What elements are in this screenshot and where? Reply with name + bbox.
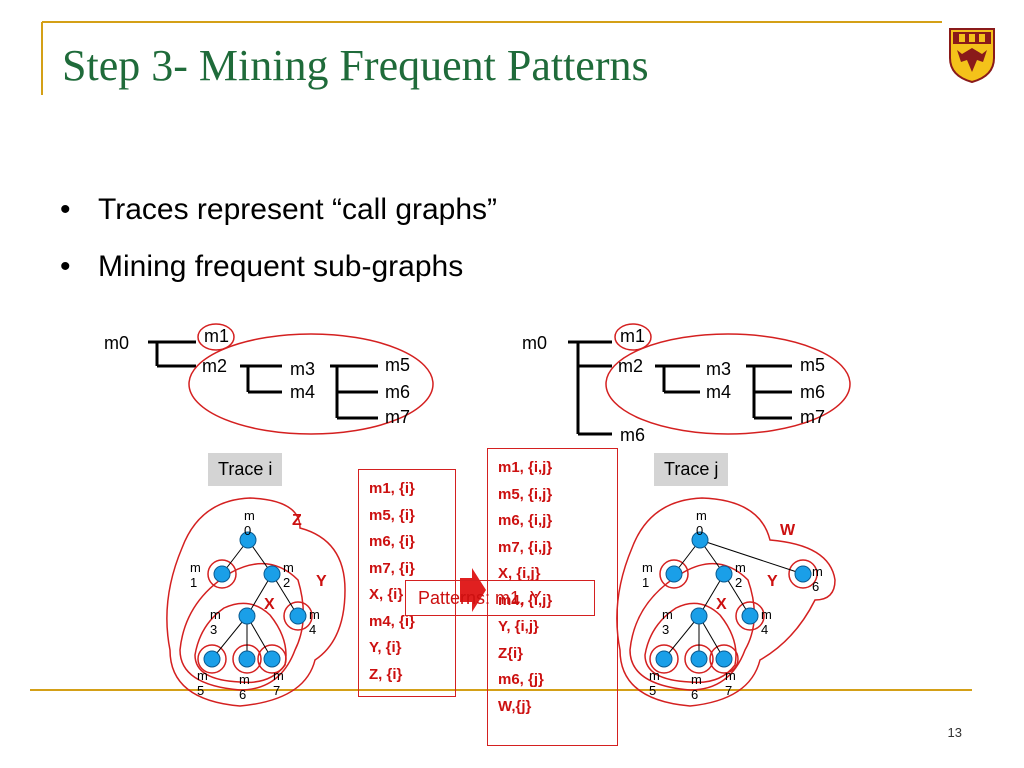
pattern-tag-z: Z <box>292 512 302 529</box>
trace-j-node-m3: m3 <box>706 359 732 379</box>
trace-i-node-m6: m6 <box>385 382 411 402</box>
bullet-1-text: Traces represent “call graphs” <box>98 193 498 226</box>
trace-i-label: Trace i <box>208 453 283 486</box>
support-list-i: m1, {i} m5, {i} m6, {i} m7, {i} X, {i} m… <box>358 469 456 697</box>
list-i-item: Z, {i} <box>369 665 403 683</box>
list-ij-item: Y, {i,j} <box>498 618 539 635</box>
node-circle <box>238 650 256 668</box>
university-crest-icon <box>949 28 995 84</box>
node-circle <box>263 650 281 668</box>
trace-i-node-m2: m2 <box>202 356 228 376</box>
bullet-2: • Mining frequent sub-graphs <box>60 250 463 284</box>
node-circle <box>715 565 733 583</box>
node-circle <box>715 650 733 668</box>
list-ij-item: W,{j} <box>498 697 532 715</box>
trace-j-node-m6-leaf: m6 <box>620 425 646 445</box>
bullet-dot-icon: • <box>60 250 71 283</box>
list-i-item: Y, {i} <box>369 639 402 656</box>
node-circle <box>263 565 281 583</box>
bullet-dot-icon: • <box>60 193 71 226</box>
pattern-tag-y-j: Y <box>767 573 778 590</box>
bullet-2-text: Mining frequent sub-graphs <box>98 250 464 283</box>
pattern-tag-y: Y <box>316 573 327 590</box>
pattern-tag-x-j: X <box>716 596 727 613</box>
pattern-tag-x: X <box>264 596 275 613</box>
support-list-ij: m1, {i,j} m5, {i,j} m6, {i,j} m7, {i,j} … <box>487 448 618 746</box>
patterns-result: Patterns: m1, Y <box>405 580 595 616</box>
node-circle <box>794 565 812 583</box>
bullet-1: • Traces represent “call graphs” <box>60 193 497 227</box>
list-ij-item: m1, {i,j} <box>498 459 553 476</box>
list-i-item: m5, {i} <box>369 506 415 524</box>
trace-i-node-m5: m5 <box>385 355 411 375</box>
node-circle <box>690 650 708 668</box>
list-i-item: m7, {i} <box>369 559 415 577</box>
list-ij-item: m4, {i,j} <box>498 591 553 609</box>
node-circle <box>741 607 759 625</box>
node-circle <box>238 607 256 625</box>
node-circle <box>203 650 221 668</box>
trace-i-node-m3: m3 <box>290 359 316 379</box>
slide-title: Step 3- Mining Frequent Patterns <box>62 41 649 90</box>
node-circle <box>239 531 257 549</box>
page-number: 13 <box>947 725 962 740</box>
list-i-item: m6, {i} <box>369 533 415 550</box>
list-i-item: X, {i} <box>369 586 404 603</box>
node-circle <box>691 531 709 549</box>
list-ij-item: X, {i,j} <box>498 565 541 582</box>
trace-j-node-m4: m4 <box>706 382 732 402</box>
node-circle <box>655 650 673 668</box>
trace-j-label: Trace j <box>654 453 729 486</box>
node-circle <box>690 607 708 625</box>
node-circle <box>213 565 231 583</box>
trace-i-node-m4: m4 <box>290 382 316 402</box>
list-ij-item: m6, {i,j} <box>498 512 553 529</box>
trace-j-node-m6: m6 <box>800 382 826 402</box>
trace-i-node-m7: m7 <box>385 407 411 427</box>
list-ij-item: m6, {j} <box>498 671 544 688</box>
trace-j-node-m7: m7 <box>800 407 826 427</box>
trace-j-node-m2: m2 <box>618 356 644 376</box>
list-i-item: m4, {i} <box>369 612 415 630</box>
trace-i-node-m0: m0 <box>104 333 130 353</box>
trace-j-node-m0: m0 <box>522 333 548 353</box>
trace-j-node-m1: m1 <box>620 326 646 346</box>
list-ij-item: m5, {i,j} <box>498 485 553 503</box>
pattern-graph-j <box>616 497 836 707</box>
list-ij-item: Z{i} <box>498 644 524 662</box>
pattern-graph-i <box>166 497 346 707</box>
trace-i-node-m1: m1 <box>204 326 230 346</box>
list-i-item: m1, {i} <box>369 480 415 497</box>
node-circle <box>289 607 307 625</box>
list-ij-item: m7, {i,j} <box>498 538 553 556</box>
trace-j-node-m5: m5 <box>800 355 826 375</box>
pattern-tag-w: W <box>780 522 796 539</box>
node-circle <box>665 565 683 583</box>
